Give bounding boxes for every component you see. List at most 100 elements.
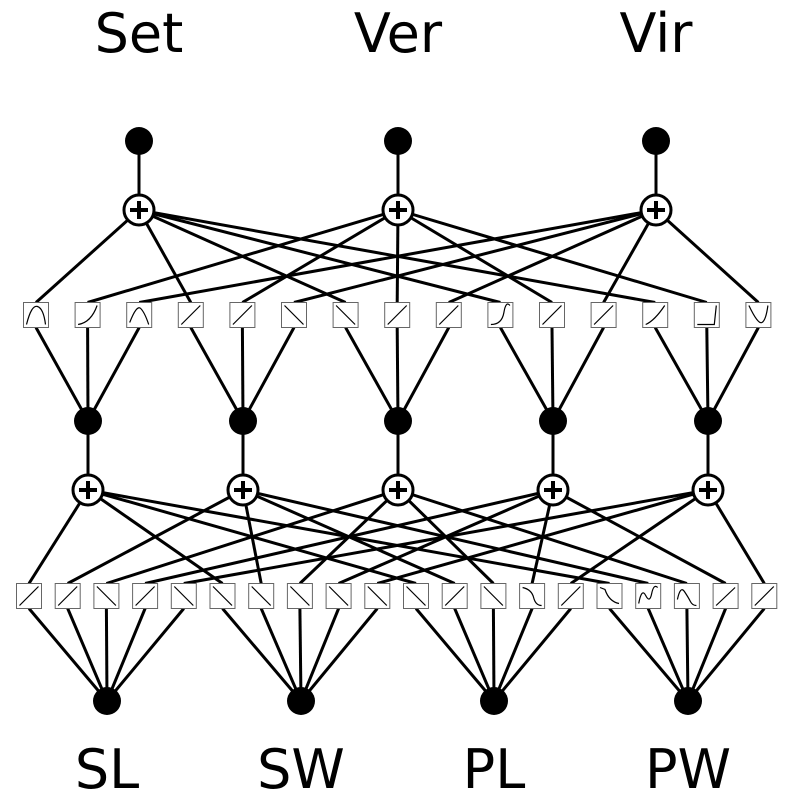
edge-mid-box xyxy=(550,327,555,422)
output-label-ver: Ver xyxy=(354,2,443,65)
activation-box xyxy=(93,583,120,609)
edge-in-box xyxy=(298,608,303,702)
activation-curve xyxy=(560,586,581,606)
activation-box xyxy=(286,583,313,609)
input-node xyxy=(93,687,121,715)
activation-curve xyxy=(593,305,614,325)
activation-box xyxy=(54,583,81,609)
activation-curve xyxy=(180,305,201,325)
edge-mid-box xyxy=(86,326,141,422)
edge-in-box xyxy=(299,607,340,702)
activation-curve xyxy=(638,585,659,604)
activation-box xyxy=(23,302,49,328)
edge-in-box xyxy=(105,607,185,702)
activation-curve xyxy=(135,586,156,606)
hidden-node xyxy=(384,407,412,435)
activation-curve xyxy=(715,587,736,606)
edge-mid-box xyxy=(396,326,451,422)
edge-box-sum xyxy=(87,488,224,585)
edge-box-outsum xyxy=(138,208,656,304)
activation-box xyxy=(74,302,101,328)
activation-box xyxy=(487,302,514,328)
activation-box xyxy=(281,302,307,328)
activation-curve xyxy=(387,305,408,325)
edge-mid-box xyxy=(34,326,90,422)
edge-in-box xyxy=(686,607,727,702)
edge-box-outsum xyxy=(138,208,347,304)
activation-box xyxy=(384,302,411,328)
edge-in-box xyxy=(646,607,690,702)
nodes xyxy=(71,127,725,715)
activation-curve xyxy=(232,305,253,325)
activation-box-frame xyxy=(126,302,153,328)
edge-in-box xyxy=(491,608,496,702)
activation-box xyxy=(177,302,204,328)
edge-box-sum xyxy=(706,489,766,585)
activation-curve xyxy=(599,586,620,605)
edge-in-box xyxy=(453,607,496,702)
edge-box-outsum xyxy=(138,208,501,304)
activation-curve xyxy=(542,305,562,325)
edge-box-sum xyxy=(552,488,727,585)
activation-box xyxy=(635,583,662,609)
activation-curve xyxy=(438,305,459,325)
hidden-node xyxy=(74,407,102,435)
edge-in-box xyxy=(685,608,690,702)
activation-curve xyxy=(328,586,349,606)
output-sum-node xyxy=(639,193,673,227)
activation-box xyxy=(596,583,623,609)
output-node xyxy=(384,127,412,155)
input-label-sl: SL xyxy=(75,738,139,801)
activation-box-frame xyxy=(519,583,546,609)
input-label-pl: PL xyxy=(463,738,526,801)
output-label-vir: Vir xyxy=(620,2,694,65)
hidden-sum-node xyxy=(71,473,105,507)
activation-box xyxy=(325,583,352,609)
edge-mid-box xyxy=(551,326,605,422)
input-label-pw: PW xyxy=(645,738,731,801)
activation-curve xyxy=(645,305,666,326)
activation-box xyxy=(673,583,700,609)
activation-curve xyxy=(284,305,304,325)
hidden-sum-node xyxy=(381,473,415,507)
activation-boxes xyxy=(16,302,778,609)
edge-mid-box xyxy=(240,327,245,422)
edge-box-sum xyxy=(397,488,688,585)
activation-box xyxy=(16,583,42,609)
activation-box xyxy=(712,583,739,609)
activation-box xyxy=(248,583,275,609)
activation-box-frame xyxy=(74,302,101,328)
edge-box-outsum xyxy=(397,208,708,304)
edge-box-outsum xyxy=(34,208,141,304)
activation-box xyxy=(170,583,197,609)
edge-in-box xyxy=(66,607,109,702)
activation-curve xyxy=(129,307,150,325)
edge-mid-box xyxy=(705,327,710,422)
activation-box xyxy=(126,302,153,328)
edges xyxy=(27,141,766,702)
hidden-sum-node xyxy=(691,473,725,507)
activation-box xyxy=(751,583,778,609)
activation-curve xyxy=(490,303,511,326)
activation-curve xyxy=(212,586,233,606)
output-node xyxy=(125,127,153,155)
edge-in-box xyxy=(27,607,109,702)
hidden-sum-node xyxy=(226,473,260,507)
edge-in-box xyxy=(259,607,303,702)
activation-curve xyxy=(19,586,39,606)
activation-curve xyxy=(289,586,310,606)
activation-box xyxy=(539,302,565,328)
activation-curve xyxy=(251,586,272,606)
hidden-node xyxy=(229,407,257,435)
activation-curve xyxy=(367,586,388,606)
activation-box xyxy=(745,302,772,328)
activation-curve xyxy=(77,305,98,326)
activation-box xyxy=(590,302,617,328)
activation-box xyxy=(693,302,720,328)
edge-mid-box xyxy=(706,326,760,422)
input-node xyxy=(674,687,702,715)
edge-box-sum xyxy=(87,488,610,585)
activation-curve xyxy=(406,586,426,606)
edge-mid-box xyxy=(499,326,555,422)
